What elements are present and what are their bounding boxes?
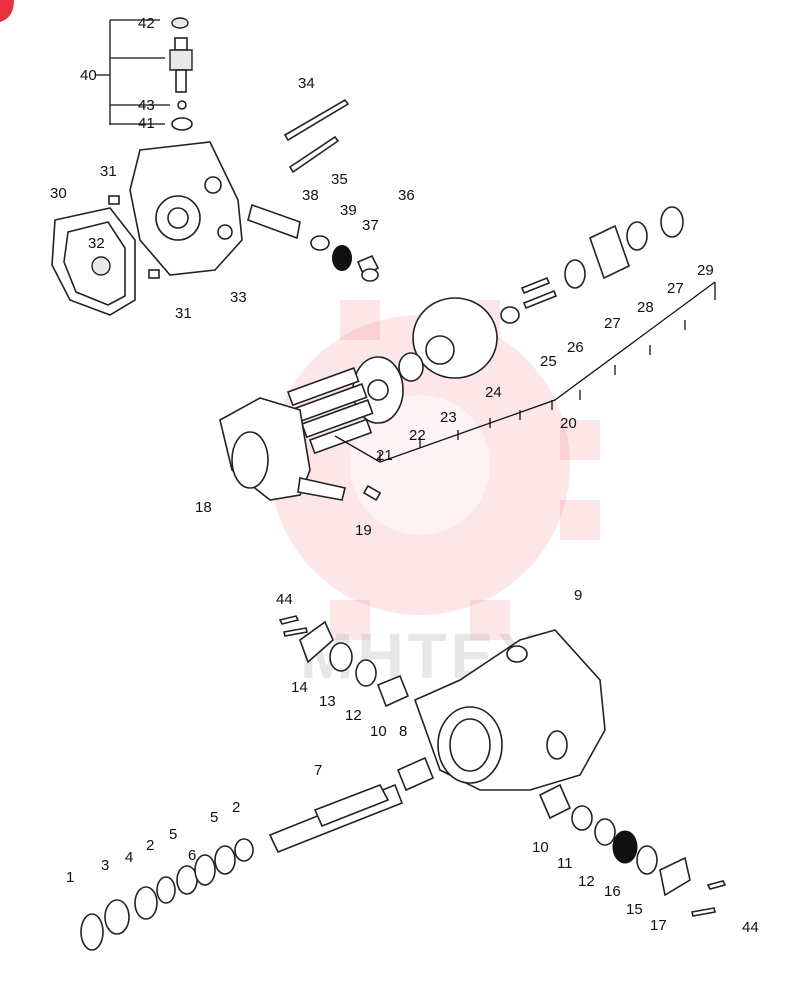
- key: [362, 484, 382, 502]
- part-number-label: 1: [66, 869, 74, 886]
- corner-badge: [0, 0, 14, 22]
- part-number-label: 41: [138, 115, 155, 132]
- rear-seal-parts: [538, 783, 691, 897]
- part-number-label: 39: [340, 202, 357, 219]
- pistons: [286, 367, 374, 455]
- part-number-label: 18: [195, 499, 212, 516]
- rotating-group: [352, 206, 684, 424]
- part-number-label: 29: [697, 262, 714, 279]
- part-number-label: 20: [560, 415, 577, 432]
- part-number-label: 35: [331, 171, 348, 188]
- part-number-label: 36: [398, 187, 415, 204]
- part-number-label: 14: [291, 679, 308, 696]
- part-number-label: 19: [355, 522, 372, 539]
- drive-shaft: [268, 783, 404, 854]
- snap-rings: [80, 838, 254, 951]
- part-number-label: 5: [169, 826, 177, 843]
- part-number-label: 6: [188, 847, 196, 864]
- valve-assembly: [169, 17, 193, 131]
- part-number-label: 44: [276, 591, 293, 608]
- part-number-label: 26: [567, 339, 584, 356]
- part-number-label: 10: [370, 723, 387, 740]
- bolts-44b: [691, 880, 727, 917]
- part-number-label: 21: [376, 447, 393, 464]
- part-number-label: 2: [146, 837, 154, 854]
- part-number-label: 40: [80, 67, 97, 84]
- part-number-label: 17: [650, 917, 667, 934]
- part-number-label: 44: [742, 919, 759, 936]
- pin: [108, 195, 120, 205]
- part-number-label: 16: [604, 883, 621, 900]
- part-number-label: 13: [319, 693, 336, 710]
- part-number-label: 5: [210, 809, 218, 826]
- part-number-label: 25: [540, 353, 557, 370]
- pump-housing: [219, 397, 346, 501]
- part-number-label: 27: [667, 280, 684, 297]
- part-number-label: 30: [50, 185, 67, 202]
- pin: [148, 269, 160, 279]
- part-number-label: 8: [399, 723, 407, 740]
- part-number-label: 37: [362, 217, 379, 234]
- front-seal-parts: [299, 620, 435, 792]
- part-number-label: 32: [88, 235, 105, 252]
- part-number-label: 33: [230, 289, 247, 306]
- bolts-34-35: [283, 98, 350, 174]
- part-number-label: 27: [604, 315, 621, 332]
- part-number-label: 15: [626, 901, 643, 918]
- part-number-label: 24: [485, 384, 502, 401]
- part-number-label: 23: [440, 409, 457, 426]
- part-number-label: 3: [101, 857, 109, 874]
- part-number-label: 43: [138, 97, 155, 114]
- bolts-44: [278, 615, 308, 637]
- part-number-label: 31: [100, 163, 117, 180]
- part-number-label: 4: [125, 849, 133, 866]
- part-number-label: 22: [409, 427, 426, 444]
- part-number-label: 34: [298, 75, 315, 92]
- relief-valve-parts: [247, 203, 380, 282]
- part-number-label: 10: [532, 839, 549, 856]
- part-number-label: 28: [637, 299, 654, 316]
- part-number-label: 42: [138, 15, 155, 32]
- part-number-label: 12: [578, 873, 595, 890]
- main-housing: [413, 629, 606, 791]
- part-number-label: 12: [345, 707, 362, 724]
- part-number-label: 11: [557, 855, 573, 872]
- part-number-label: 31: [175, 305, 192, 322]
- part-number-label: 2: [232, 799, 240, 816]
- gasket: [51, 207, 136, 316]
- part-number-label: 9: [574, 587, 582, 604]
- part-number-label: 7: [314, 762, 322, 779]
- group-line-20: [334, 281, 716, 463]
- end-cover: [129, 141, 243, 276]
- part-number-label: 38: [302, 187, 319, 204]
- group-ticks-20: [379, 282, 716, 462]
